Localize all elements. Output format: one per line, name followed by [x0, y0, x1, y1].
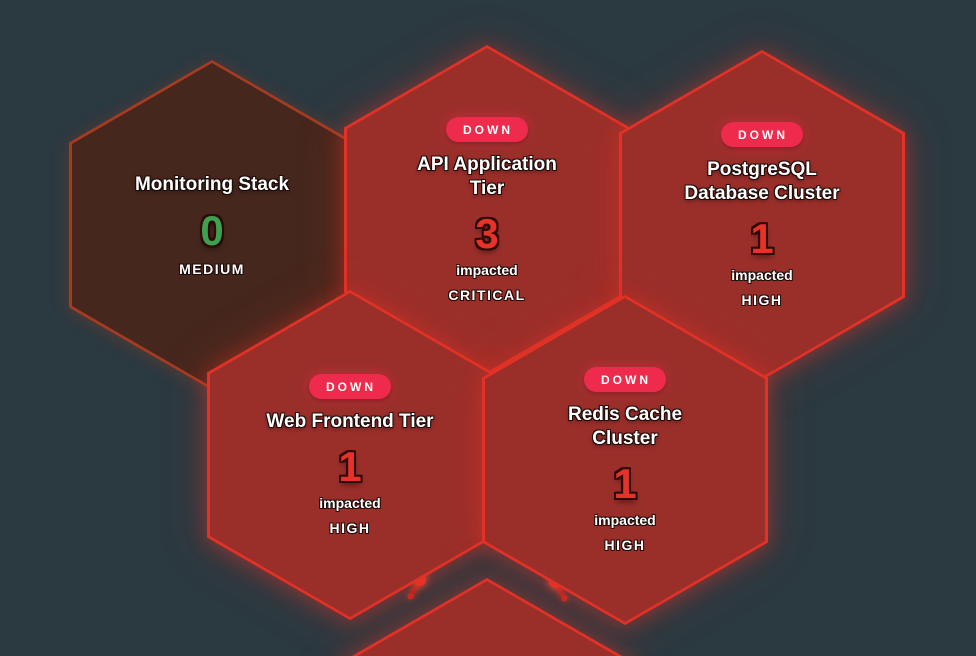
down-status-badge: DOWN — [584, 366, 666, 392]
hex-node-partial-bottom[interactable] — [344, 578, 630, 656]
down-status-badge: DOWN — [309, 373, 391, 399]
node-title: API Application Tier — [417, 153, 557, 199]
impacted-label: impacted — [731, 267, 793, 284]
impacted-label: impacted — [319, 495, 381, 512]
impact-count: 1 — [613, 460, 637, 508]
impacted-label: impacted — [594, 512, 656, 529]
impact-count: 1 — [750, 215, 774, 263]
hexagon-shape — [344, 578, 630, 656]
hex-node-monitoring-stack[interactable]: Monitoring Stack 0 MEDIUM — [69, 60, 355, 390]
severity-label: HIGH — [604, 537, 646, 554]
severity-label: CRITICAL — [448, 287, 526, 304]
impact-count: 1 — [338, 443, 362, 491]
node-title: Web Frontend Tier — [266, 410, 434, 432]
node-title: PostgreSQL Database Cluster — [684, 158, 840, 204]
hex-node-redis-cache-cluster[interactable]: DOWN Redis Cache Cluster 1 impacted HIGH — [482, 295, 768, 625]
node-title: Monitoring Stack — [134, 174, 290, 196]
impacted-label: impacted — [456, 262, 518, 279]
hexagon-shape — [482, 295, 768, 625]
impact-count: 3 — [475, 210, 499, 258]
down-status-badge: DOWN — [721, 121, 803, 147]
node-title: Redis Cache Cluster — [567, 403, 683, 449]
hex-node-web-frontend-tier[interactable]: DOWN Web Frontend Tier 1 impacted HIGH — [207, 290, 493, 620]
impact-count: 0 — [200, 206, 224, 254]
severity-label: HIGH — [741, 292, 783, 309]
severity-label: HIGH — [329, 520, 371, 537]
severity-label: MEDIUM — [179, 260, 245, 277]
down-status-badge: DOWN — [446, 116, 528, 142]
